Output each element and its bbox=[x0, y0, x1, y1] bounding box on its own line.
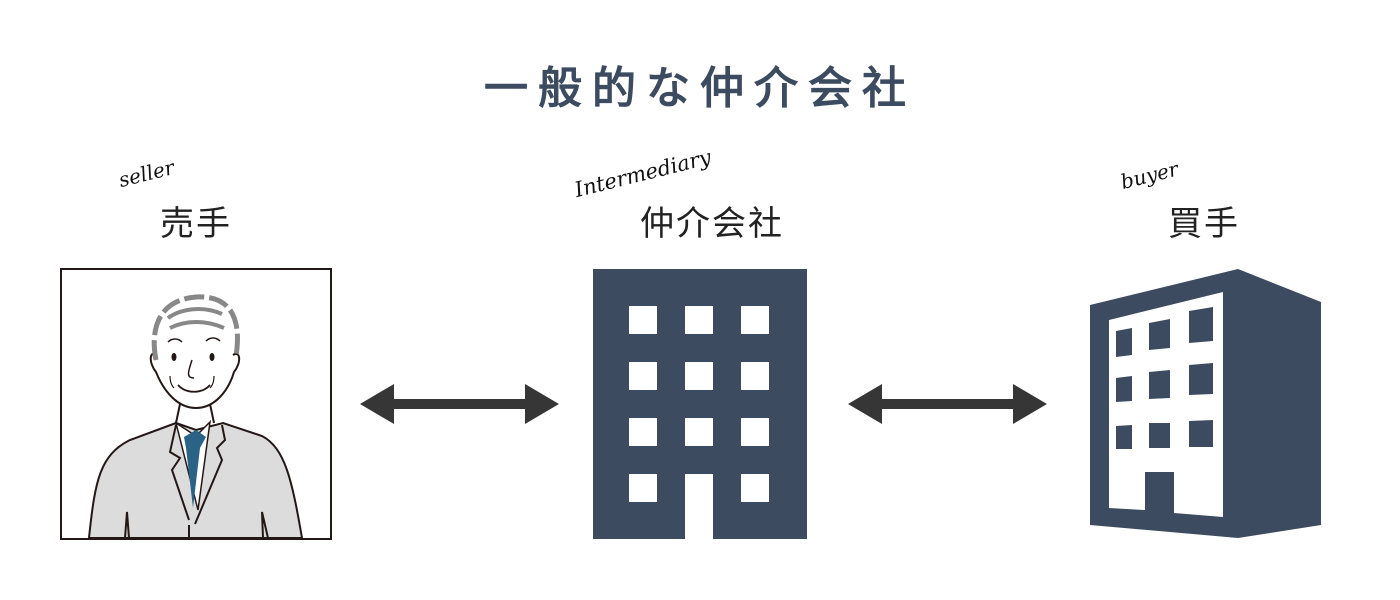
diagram-title: 一般的な仲介会社 bbox=[484, 63, 916, 114]
company-building-3d-icon bbox=[1090, 269, 1321, 538]
buyer-jp-label: 買手 bbox=[1168, 204, 1240, 244]
businessman-portrait-icon bbox=[60, 268, 332, 540]
seller-jp-label: 売手 bbox=[160, 204, 232, 244]
intermediary-jp-label: 仲介会社 bbox=[640, 204, 784, 244]
double-arrow-icon bbox=[848, 384, 1047, 424]
double-arrow-icon bbox=[360, 384, 559, 424]
office-building-icon bbox=[593, 269, 807, 539]
